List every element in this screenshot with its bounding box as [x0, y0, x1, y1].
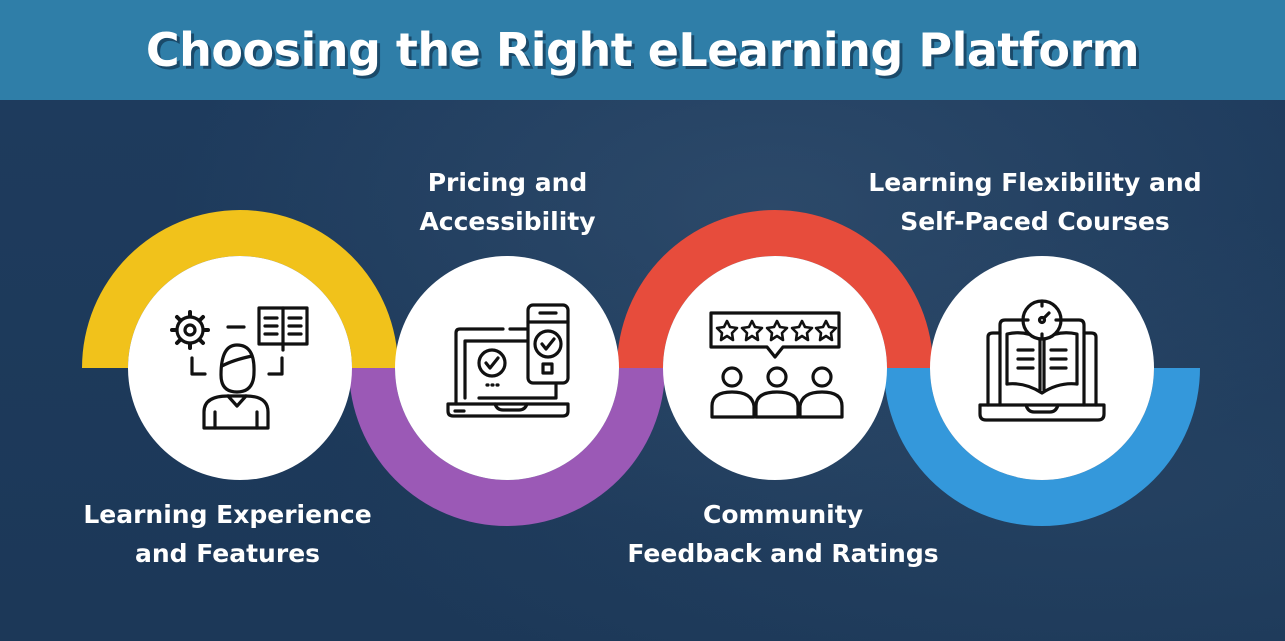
arc-blue: [884, 368, 1200, 526]
header-banner: Choosing the Right eLearning Platform: [0, 0, 1285, 100]
step-2-line-2: Accessibility: [419, 207, 596, 236]
step-1-line-1: Learning Experience: [83, 500, 372, 529]
step-circle-4: [930, 256, 1154, 480]
step-2-line-1: Pricing and: [427, 168, 588, 197]
laptop-book-clock-icon: [978, 299, 1106, 422]
user-gear-book-icon: [170, 306, 309, 430]
step-label-2: Pricing and Accessibility: [385, 163, 630, 241]
five-star-rating-people-icon: [709, 311, 844, 419]
arc-yellow: [82, 210, 398, 368]
step-label-4: Learning Flexibility and Self-Paced Cour…: [850, 163, 1220, 241]
arc-purple: [349, 368, 665, 526]
step-circle-1: [128, 256, 352, 480]
step-4-line-1: Learning Flexibility and: [868, 168, 1202, 197]
page-title: Choosing the Right eLearning Platform: [145, 23, 1140, 77]
step-circle-2: [395, 256, 619, 480]
wave-diagram: [82, 210, 1200, 526]
arc-red: [617, 210, 933, 368]
step-1-line-2: and Features: [134, 539, 321, 568]
laptop-phone-check-icon: [446, 303, 570, 418]
step-label-3: Community Feedback and Ratings: [603, 495, 963, 573]
step-3-line-2: Feedback and Ratings: [627, 539, 939, 568]
diagram-canvas: Learning Experience and Features Pricing…: [0, 100, 1285, 641]
step-4-line-2: Self-Paced Courses: [900, 207, 1170, 236]
step-3-line-1: Community: [702, 500, 864, 529]
step-label-1: Learning Experience and Features: [70, 495, 385, 573]
